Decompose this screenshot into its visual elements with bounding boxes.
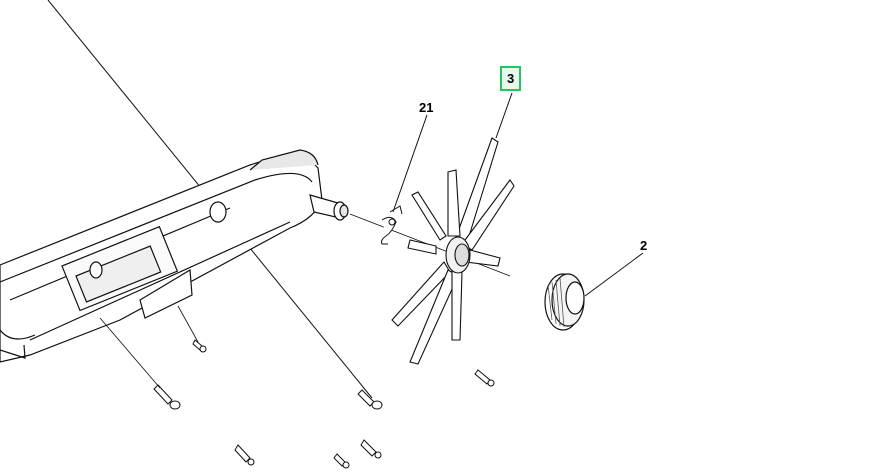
screw-small[interactable] bbox=[192, 339, 207, 353]
screw-right[interactable] bbox=[474, 369, 495, 387]
tine-assembly-part-3[interactable] bbox=[391, 137, 515, 365]
screw-bottom-right[interactable] bbox=[360, 439, 382, 459]
bolt-center[interactable] bbox=[357, 389, 383, 410]
shaft-coupling[interactable] bbox=[309, 194, 349, 221]
callout-part-21[interactable]: 21 bbox=[419, 100, 434, 115]
callout-part-2[interactable]: 2 bbox=[640, 238, 648, 253]
screw-bottom-mid[interactable] bbox=[333, 453, 350, 469]
screw-bottom-left[interactable] bbox=[234, 444, 255, 466]
leader-line-3 bbox=[495, 92, 513, 139]
leader-line-21 bbox=[392, 114, 428, 213]
end-cap-part-2[interactable] bbox=[544, 273, 585, 331]
tiller-handle[interactable] bbox=[0, 149, 323, 363]
bolt-left[interactable] bbox=[153, 384, 181, 410]
clip-part-21[interactable] bbox=[381, 205, 403, 245]
leader-line-2 bbox=[584, 252, 644, 297]
leader-line-bolt-left bbox=[99, 317, 161, 389]
leader-line-screw-small bbox=[177, 305, 199, 343]
callout-part-3[interactable]: 3 bbox=[500, 66, 522, 91]
